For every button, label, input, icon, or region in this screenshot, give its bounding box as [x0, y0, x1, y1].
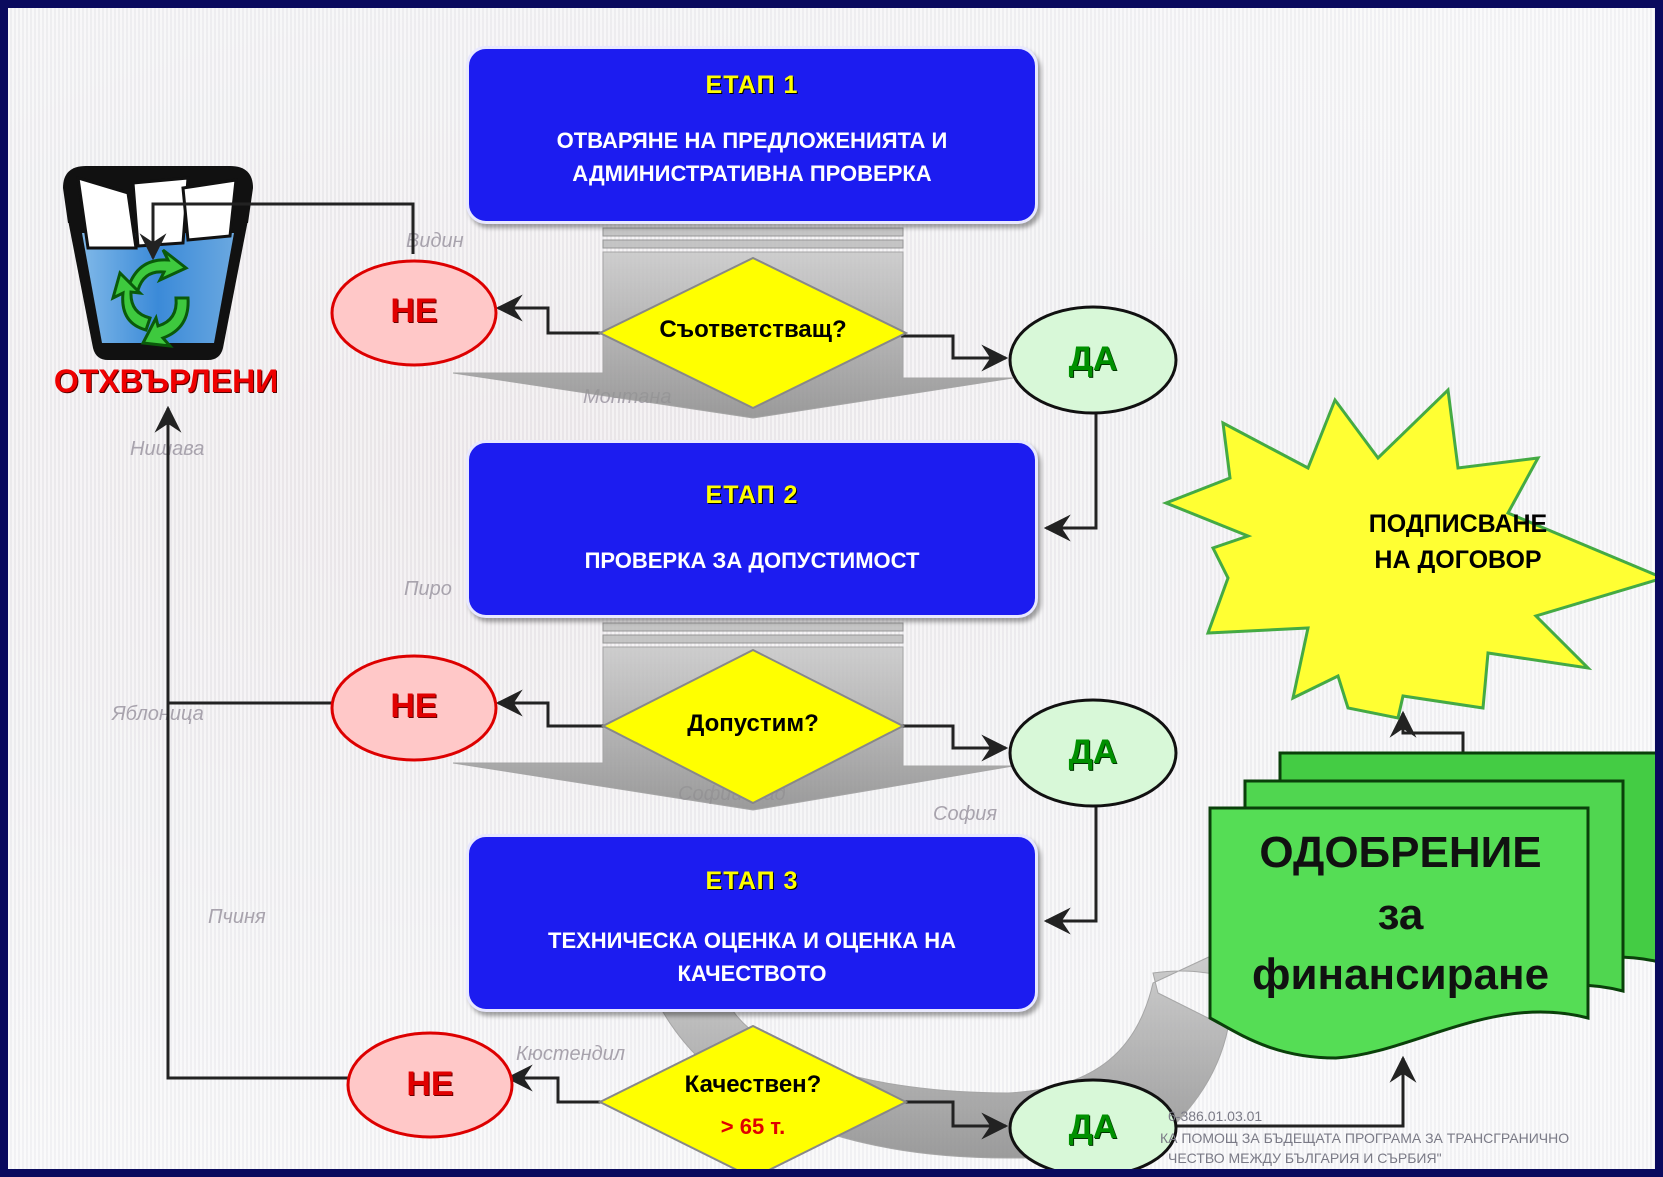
stage-description: ПРОВЕРКА ЗА ДОПУСТИМОСТ	[584, 548, 920, 573]
recycle-bin-icon	[63, 166, 253, 360]
footer-line1: КА ПОМОЩ ЗА БЪДЕЩАТА ПРОГРАМА ЗА ТРАНСГР…	[1160, 1130, 1570, 1146]
stage-description: ТЕХНИЧЕСКА ОЦЕНКА И ОЦЕНКА НА КАЧЕСТВОТО	[548, 928, 956, 986]
map-label-vidin: Видин	[406, 230, 464, 252]
connector-no1-bin	[139, 202, 415, 261]
stage-box-1: ЕТАП 1 ОТВАРЯНЕ НА ПРЕДЛОЖЕНИЯТА И АДМИН…	[466, 46, 1038, 224]
yes-ellipse-2	[1008, 698, 1178, 808]
connector-d3-yes	[901, 1100, 1009, 1140]
connector-d3-no	[505, 1064, 608, 1104]
approval-label-line1: ОДОБРЕНИЕ	[1259, 828, 1542, 877]
connector-d1-yes	[901, 334, 1009, 372]
approval-label-line3: финансиране	[1251, 950, 1550, 999]
map-label-yablonitsa: Яблоница	[112, 703, 204, 725]
yes-label-1: ДА	[1068, 340, 1118, 378]
stage-description: ОТВАРЯНЕ НА ПРЕДЛОЖЕНИЯТА И АДМИНИСТРАТИ…	[556, 128, 948, 186]
stage-title: ЕТАП 1	[705, 71, 799, 99]
footer-code: 6-386.01.03.01	[1168, 1108, 1263, 1124]
flow-graphics	[63, 166, 1655, 1169]
connector-d2-no	[495, 689, 608, 728]
rejected-label: ОТХВЪРЛЕНИ	[53, 363, 279, 399]
no-ellipse-2	[330, 654, 498, 762]
yes-ellipse-3	[1008, 1078, 1178, 1169]
signing-label-line1: ПОДПИСВАНЕ	[1368, 510, 1548, 538]
connectors	[139, 202, 1465, 1140]
decision-diamond-3	[597, 1024, 909, 1169]
stage-title: ЕТАП 2	[705, 481, 799, 509]
map-label-pchinya: Пчиня	[208, 906, 266, 928]
no-label-2: НЕ	[390, 687, 438, 725]
footer-line2: ЧЕСТВО МЕЖДУ БЪЛГАРИЯ И СЪРБИЯ"	[1168, 1150, 1442, 1166]
map-label-kyustendil: Кюстендил	[516, 1043, 626, 1065]
connector-no3-bin	[166, 698, 348, 1080]
decision-question-3: Качествен?	[684, 1071, 822, 1098]
decision-diamond-1	[597, 256, 909, 410]
decision-diamond-2	[600, 648, 906, 805]
no-label-1: НЕ	[390, 292, 438, 330]
stage-box-3: ЕТАП 3 ТЕХНИЧЕСКА ОЦЕНКА И ОЦЕНКА НА КАЧ…	[466, 834, 1038, 1012]
no-label-3: НЕ	[406, 1065, 454, 1103]
connector-no2-bin	[154, 405, 333, 705]
decision-question-2: Допустим?	[687, 710, 819, 737]
connector-yes1-stage2	[1043, 413, 1098, 542]
connector-yes3-approval	[1173, 1055, 1417, 1128]
no-ellipse-3	[346, 1031, 514, 1139]
approval-document-stack	[1208, 751, 1655, 1060]
starburst-shape	[1161, 386, 1655, 720]
stage-box-2: ЕТАП 2 ПРОВЕРКА ЗА ДОПУСТИМОСТ	[466, 440, 1038, 618]
no-ellipse-1	[330, 259, 498, 367]
decision-threshold-3: > 65 т.	[720, 1114, 786, 1139]
yes-label-2: ДА	[1068, 733, 1118, 771]
map-label-sofia: София	[933, 803, 998, 825]
decision-question-1: Съответстващ?	[659, 316, 847, 343]
connector-d2-yes	[898, 724, 1009, 762]
connector-yes2-stage3	[1043, 803, 1098, 935]
connector-d1-no	[495, 294, 603, 335]
map-label-piro: Пиро	[404, 578, 452, 600]
yes-label-3: ДА	[1068, 1108, 1118, 1146]
yes-ellipse-1	[1008, 305, 1178, 415]
stage-title: ЕТАП 3	[705, 867, 799, 895]
signing-label-line2: НА ДОГОВОР	[1374, 546, 1542, 574]
connector-approval-signing	[1389, 710, 1465, 768]
approval-label-line2: за	[1377, 890, 1424, 939]
